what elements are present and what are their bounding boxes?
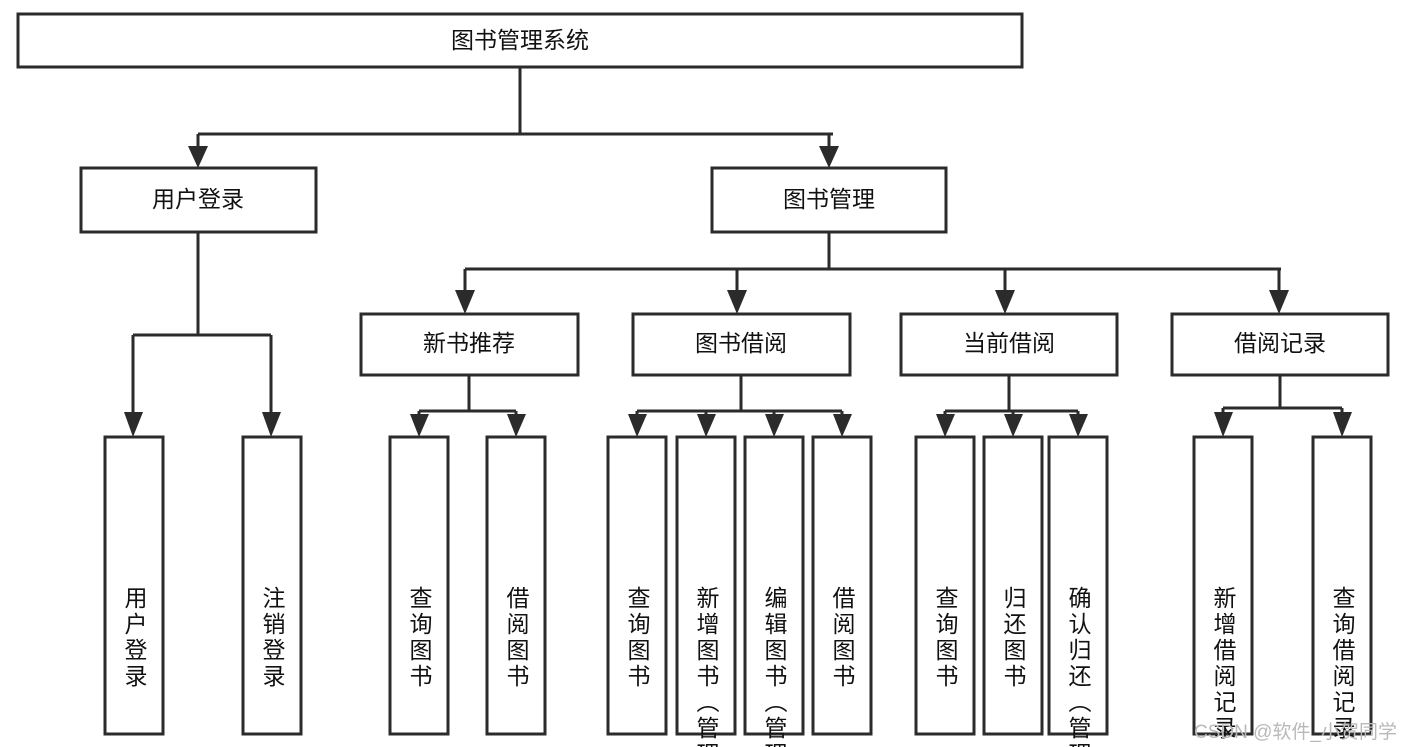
node-book-borrow[interactable]: 图书借阅 [631, 312, 852, 377]
node-leaf-add-book-label: 新增图书（管理员） [693, 586, 720, 747]
node-user-login-box[interactable] [79, 166, 318, 234]
node-new-book-recommend-box[interactable] [359, 312, 580, 377]
node-book-borrow-box[interactable] [631, 312, 852, 377]
node-leaf-borrow-book-1-label: 借阅图书 [503, 586, 530, 690]
node-leaf-add-record-label: 新增借阅记录 [1210, 586, 1237, 742]
node-leaf-query-book-1-label: 查询图书 [406, 586, 433, 690]
arrowhead-book-manage [819, 146, 839, 168]
arrowhead-borrow-record [1269, 290, 1289, 314]
node-user-login-label: 用户登录 [152, 186, 244, 212]
arrowhead-current-borrow [995, 290, 1015, 314]
node-leaf-confirm-return-box[interactable] [1047, 435, 1109, 736]
node-book-borrow-label: 图书借阅 [695, 330, 787, 356]
node-new-book-recommend[interactable]: 新书推荐 [359, 312, 580, 377]
arrowhead-book-borrow [727, 290, 747, 314]
connector-group-borrow-record-leaves [1214, 375, 1352, 437]
node-leaf-borrow-book-2[interactable]: 借阅图书 [811, 435, 873, 736]
node-current-borrow-box[interactable] [899, 312, 1119, 377]
node-user-login[interactable]: 用户登录 [79, 166, 318, 234]
node-leaf-query-book-3-label: 查询图书 [932, 586, 959, 690]
arrowhead-leaf-query-book-2 [628, 414, 647, 437]
node-leaf-return-book-label: 归还图书 [1000, 586, 1027, 690]
node-leaf-borrow-book-2-box[interactable] [811, 435, 873, 736]
arrowhead-leaf-logout [262, 412, 281, 437]
node-leaf-query-record-label: 查询借阅记录 [1329, 586, 1356, 742]
node-leaf-query-book-2[interactable]: 查询图书 [606, 435, 668, 736]
node-leaf-borrow-book-1[interactable]: 借阅图书 [485, 435, 547, 736]
node-leaf-add-record[interactable]: 新增借阅记录 [1192, 435, 1254, 742]
arrowhead-leaf-return-book [1004, 414, 1023, 437]
node-leaf-query-book-1[interactable]: 查询图书 [388, 435, 450, 736]
node-leaf-edit-book-label: 编辑图书（管理员） [761, 586, 788, 747]
node-book-manage-box[interactable] [710, 166, 948, 234]
node-leaf-return-book-box[interactable] [982, 435, 1044, 736]
node-leaf-query-book-2-box[interactable] [606, 435, 668, 736]
connector-group-user-login-leaves [124, 232, 281, 437]
node-leaf-query-record-box[interactable] [1311, 435, 1373, 736]
node-leaf-query-book-2-label: 查询图书 [624, 586, 651, 690]
node-new-book-recommend-label: 新书推荐 [423, 330, 515, 356]
arrowhead-leaf-query-book-3 [936, 414, 955, 437]
node-leaf-user-login-box[interactable] [103, 435, 165, 736]
node-current-borrow-label: 当前借阅 [963, 330, 1055, 356]
arrowhead-leaf-add-book [697, 414, 716, 437]
connector-group-current-borrow-leaves [936, 375, 1088, 437]
node-leaf-user-login[interactable]: 用户登录 [103, 435, 165, 736]
node-borrow-record[interactable]: 借阅记录 [1170, 312, 1390, 377]
arrowhead-leaf-user-login [124, 412, 143, 437]
node-leaf-borrow-book-1-box[interactable] [485, 435, 547, 736]
node-leaf-return-book[interactable]: 归还图书 [982, 435, 1044, 736]
connector-group-new-book-leaves [410, 375, 526, 437]
node-leaf-query-record[interactable]: 查询借阅记录 [1311, 435, 1373, 742]
arrowhead-leaf-confirm-return [1069, 414, 1088, 437]
node-leaf-add-record-box[interactable] [1192, 435, 1254, 736]
node-borrow-record-label: 借阅记录 [1234, 330, 1326, 356]
node-borrow-record-box[interactable] [1170, 312, 1390, 377]
node-leaf-edit-book-box[interactable] [743, 435, 805, 736]
node-leaf-user-login-label: 用户登录 [121, 586, 148, 690]
node-book-manage[interactable]: 图书管理 [710, 166, 948, 234]
node-leaf-confirm-return-label: 确认归还（管理员） [1065, 586, 1092, 747]
node-leaf-add-book[interactable]: 新增图书（管理员） [675, 435, 737, 747]
arrowhead-leaf-add-record [1214, 412, 1233, 437]
node-root[interactable]: 图书管理系统 [16, 12, 1024, 69]
node-root-box[interactable] [16, 12, 1024, 69]
node-leaf-logout[interactable]: 注销登录 [241, 435, 303, 736]
arrowhead-leaf-borrow-book-2 [833, 414, 852, 437]
connector-group-book-manage-to-level3 [455, 232, 1289, 314]
arrowhead-leaf-borrow-book-1 [507, 414, 526, 437]
arrowhead-new-book-recommend [455, 290, 475, 314]
arrowhead-leaf-query-book-1 [410, 414, 429, 437]
arrowhead-leaf-query-record [1333, 412, 1352, 437]
connector-group-root-to-level2 [188, 67, 839, 168]
node-leaf-edit-book[interactable]: 编辑图书（管理员） [743, 435, 805, 747]
node-leaf-confirm-return[interactable]: 确认归还（管理员） [1047, 435, 1109, 747]
node-current-borrow[interactable]: 当前借阅 [899, 312, 1119, 377]
node-leaf-query-book-3[interactable]: 查询图书 [914, 435, 976, 736]
csdn-watermark: CSDN @软件_小贺同学 [1194, 722, 1397, 743]
arrowhead-leaf-edit-book [765, 414, 784, 437]
node-book-manage-label: 图书管理 [783, 186, 875, 212]
node-leaf-logout-label: 注销登录 [259, 586, 286, 690]
node-root-label: 图书管理系统 [451, 27, 589, 53]
node-leaf-query-book-1-box[interactable] [388, 435, 450, 736]
connector-group-book-borrow-leaves [628, 375, 852, 437]
arrowhead-user-login [188, 146, 208, 168]
node-leaf-add-book-box[interactable] [675, 435, 737, 736]
node-leaf-query-book-3-box[interactable] [914, 435, 976, 736]
node-leaf-borrow-book-2-label: 借阅图书 [829, 586, 856, 690]
node-leaf-logout-box[interactable] [241, 435, 303, 736]
